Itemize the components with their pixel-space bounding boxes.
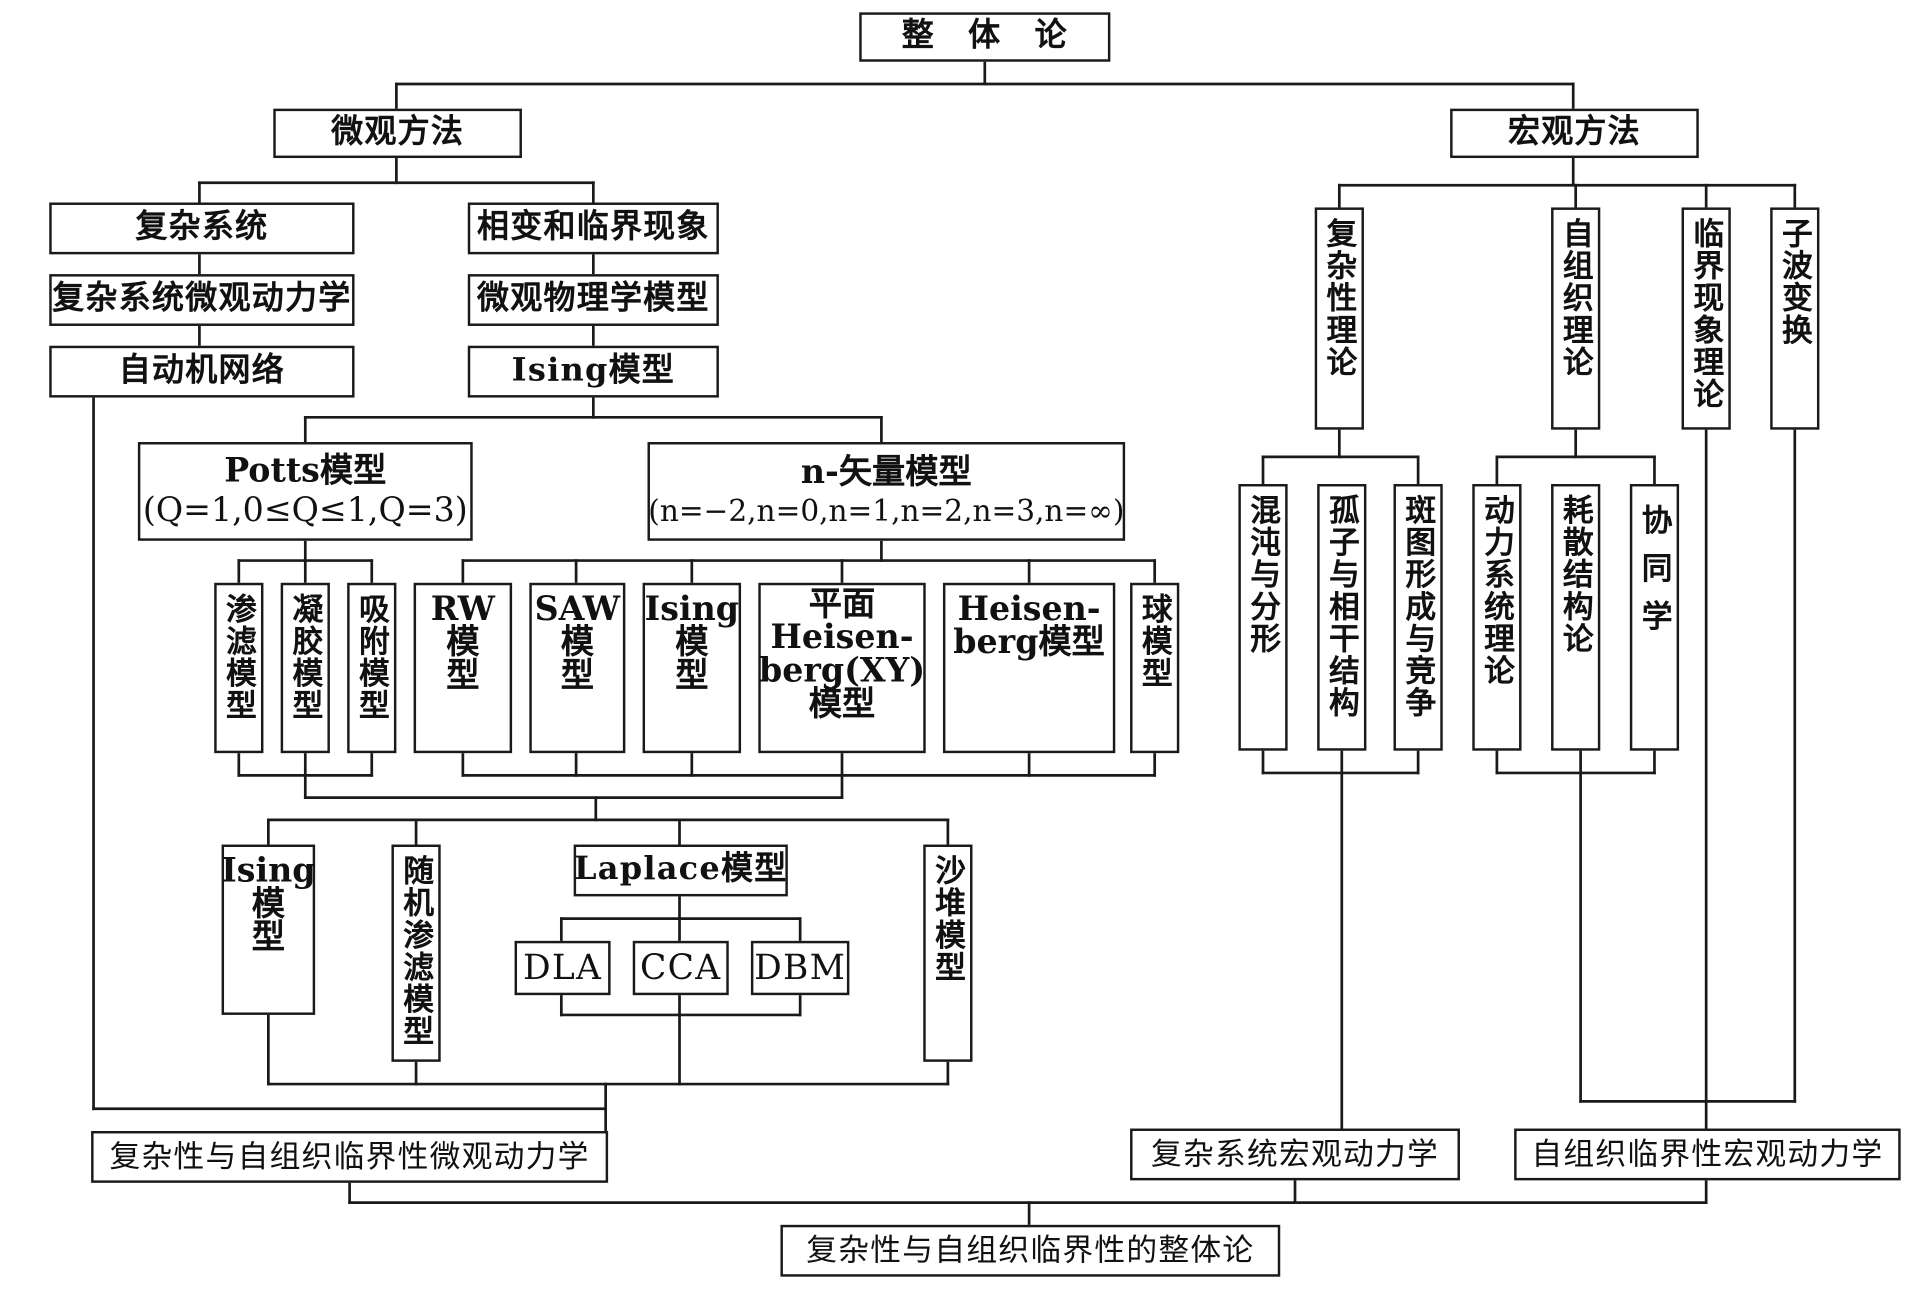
ball-model: 球模型 — [1130, 582, 1180, 754]
final-holism: 复杂性与自组织临界性的整体论 — [780, 1224, 1281, 1277]
sandpile-model: 沙堆模型 — [923, 844, 973, 1062]
soc-macro-dynamics: 自组织临界性宏观动力学 — [1514, 1128, 1901, 1181]
dbm-model: DBM — [750, 940, 850, 996]
wavelet-transform: 子波变换 — [1770, 207, 1820, 430]
heisenberg-line-2: berg模型 — [953, 623, 1105, 662]
chaos-fractal: 混沌与分形 — [1238, 484, 1288, 751]
rw-char-1: 模 — [446, 623, 480, 662]
potts-params: (Q=1,0≤Q≤1,Q=3) — [142, 491, 468, 530]
dynamical-systems-theory: 动力系统理论 — [1472, 484, 1522, 751]
dla-model: DLA — [514, 940, 611, 996]
micro-method: 微观方法 — [273, 108, 522, 159]
potts-title: Potts模型 — [224, 451, 387, 490]
automata-network: 自动机网络 — [49, 345, 355, 398]
ising-child-char-1: 模 — [675, 623, 709, 662]
ising-child-char-2: 型 — [675, 656, 709, 696]
potts-model: Potts模型 (Q=1,0≤Q≤1,Q=3) — [137, 442, 473, 541]
heisenberg-model: Heisen- berg模型 — [942, 582, 1116, 754]
synergetics: 协同学 — [1629, 484, 1680, 751]
ising-lower-label: Ising — [221, 851, 316, 891]
xy-line-1: 平面 — [808, 585, 876, 624]
complex-system: 复杂系统 — [49, 202, 355, 255]
complexity-theory: 复杂性理论 — [1314, 207, 1364, 430]
ising-model: Ising模型 — [467, 345, 719, 398]
ising-lower-char-1: 模 — [251, 885, 285, 924]
micro-dynamics-result: 复杂性与自组织临界性微观动力学 — [91, 1130, 609, 1183]
random-percolation-model: 随机渗滤模型 — [391, 844, 441, 1062]
rw-char-2: 型 — [446, 656, 480, 696]
rw-model: RW 模 型 — [413, 582, 513, 754]
ising-model-child: Ising 模 型 — [642, 582, 742, 754]
saw-model: SAW 模 型 — [529, 582, 626, 754]
saw-char-2: 型 — [560, 656, 594, 696]
cca-model: CCA — [632, 940, 729, 996]
laplace-model: Laplace模型 — [573, 844, 788, 897]
critical-phenomena-theory: 临界现象理论 — [1681, 207, 1731, 430]
macro-method: 宏观方法 — [1450, 108, 1699, 159]
n-vector-title: n-矢量模型 — [800, 453, 972, 492]
dissipative-structure-theory: 耗散结构论 — [1551, 484, 1601, 751]
rw-label: RW — [430, 590, 495, 629]
complex-system-micro-dynamics: 复杂系统微观动力学 — [49, 274, 355, 326]
self-organization-theory: 自组织理论 — [1551, 207, 1601, 430]
saw-label: SAW — [534, 590, 621, 629]
saw-char-1: 模 — [560, 623, 594, 662]
n-vector-params: (n=−2,n=0,n=1,n=2,n=3,n=∞) — [648, 493, 1125, 529]
percolation-model: 渗滤模型 — [214, 582, 264, 754]
complex-system-macro-dynamics: 复杂系统宏观动力学 — [1130, 1128, 1460, 1181]
root-holism: 整 体 论 — [859, 12, 1111, 62]
xy-heisenberg-model: 平面 Heisen- berg(XY) 模型 — [758, 582, 926, 754]
adsorption-model: 吸附模型 — [347, 582, 397, 754]
micro-physics-model: 微观物理学模型 — [467, 274, 719, 326]
heisenberg-line-1: Heisen- — [957, 590, 1101, 629]
ising-model-lower: Ising 模 型 — [221, 844, 316, 1015]
phase-transition: 相变和临界现象 — [467, 202, 719, 255]
xy-line-2: Heisen- — [770, 618, 914, 657]
soliton-coherent-structure: 孤子与相干结构 — [1317, 484, 1367, 751]
ising-lower-char-2: 型 — [251, 918, 285, 957]
gel-model: 凝胶模型 — [280, 582, 330, 754]
xy-line-4: 模型 — [808, 685, 876, 724]
pattern-formation-competition: 斑图形成与竞争 — [1393, 484, 1443, 751]
xy-line-3: berg(XY) — [758, 651, 926, 691]
n-vector-model: n-矢量模型 (n=−2,n=0,n=1,n=2,n=3,n=∞) — [647, 442, 1126, 541]
ising-child-label: Ising — [644, 590, 739, 629]
